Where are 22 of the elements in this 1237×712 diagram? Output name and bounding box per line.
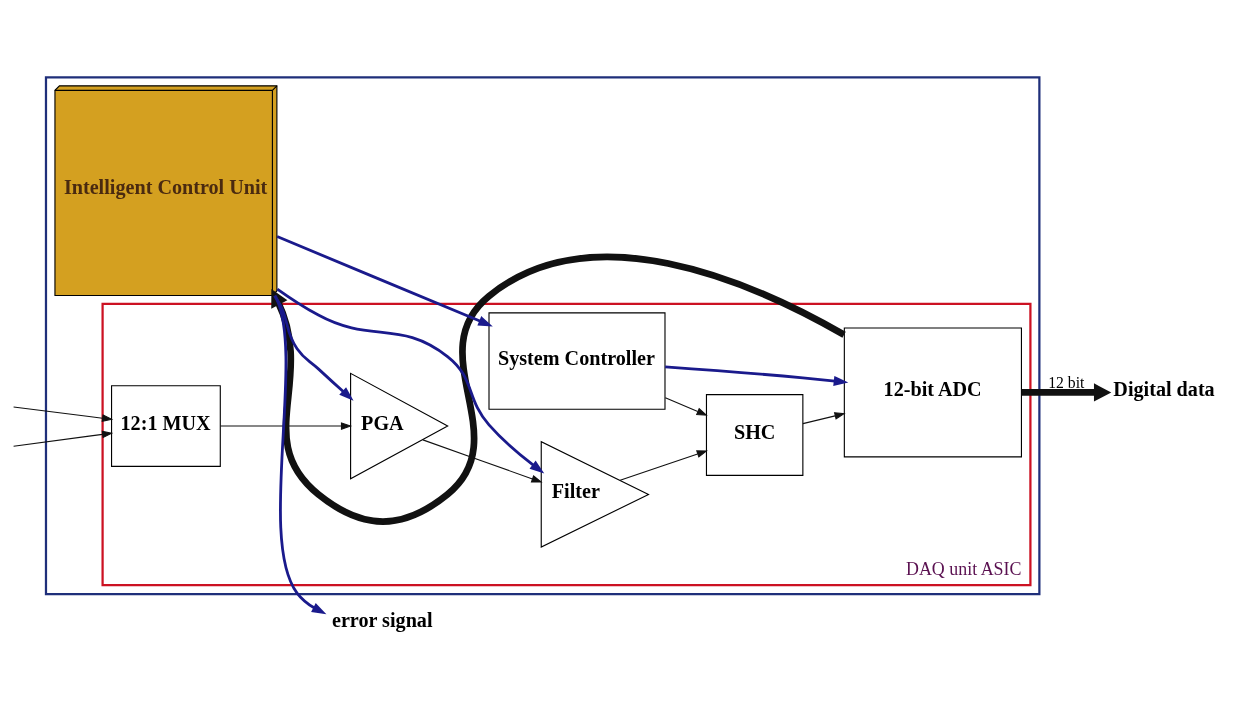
node-box: SHC [705,394,804,476]
arrow [273,295,327,615]
arrow [802,412,846,425]
node-box: 12:1 MUX [111,385,221,467]
node-text: Digital data [1113,378,1215,401]
arrow [13,430,114,447]
arrow [665,365,849,387]
arrow [1021,383,1112,402]
arrow [276,235,493,327]
cluster [44,76,1041,596]
arrow [13,406,114,423]
arrow [664,397,708,416]
arrow [220,422,353,430]
arrow [273,294,354,401]
arrow [619,450,708,481]
arrow [422,439,543,483]
node-text: error signal [331,609,433,632]
node-box: 12-bit ADC [843,327,1022,458]
node-box: System Controller [488,312,666,410]
arrow [276,287,545,474]
arrow [271,253,846,525]
edge-label: 12 bit [1048,374,1085,392]
